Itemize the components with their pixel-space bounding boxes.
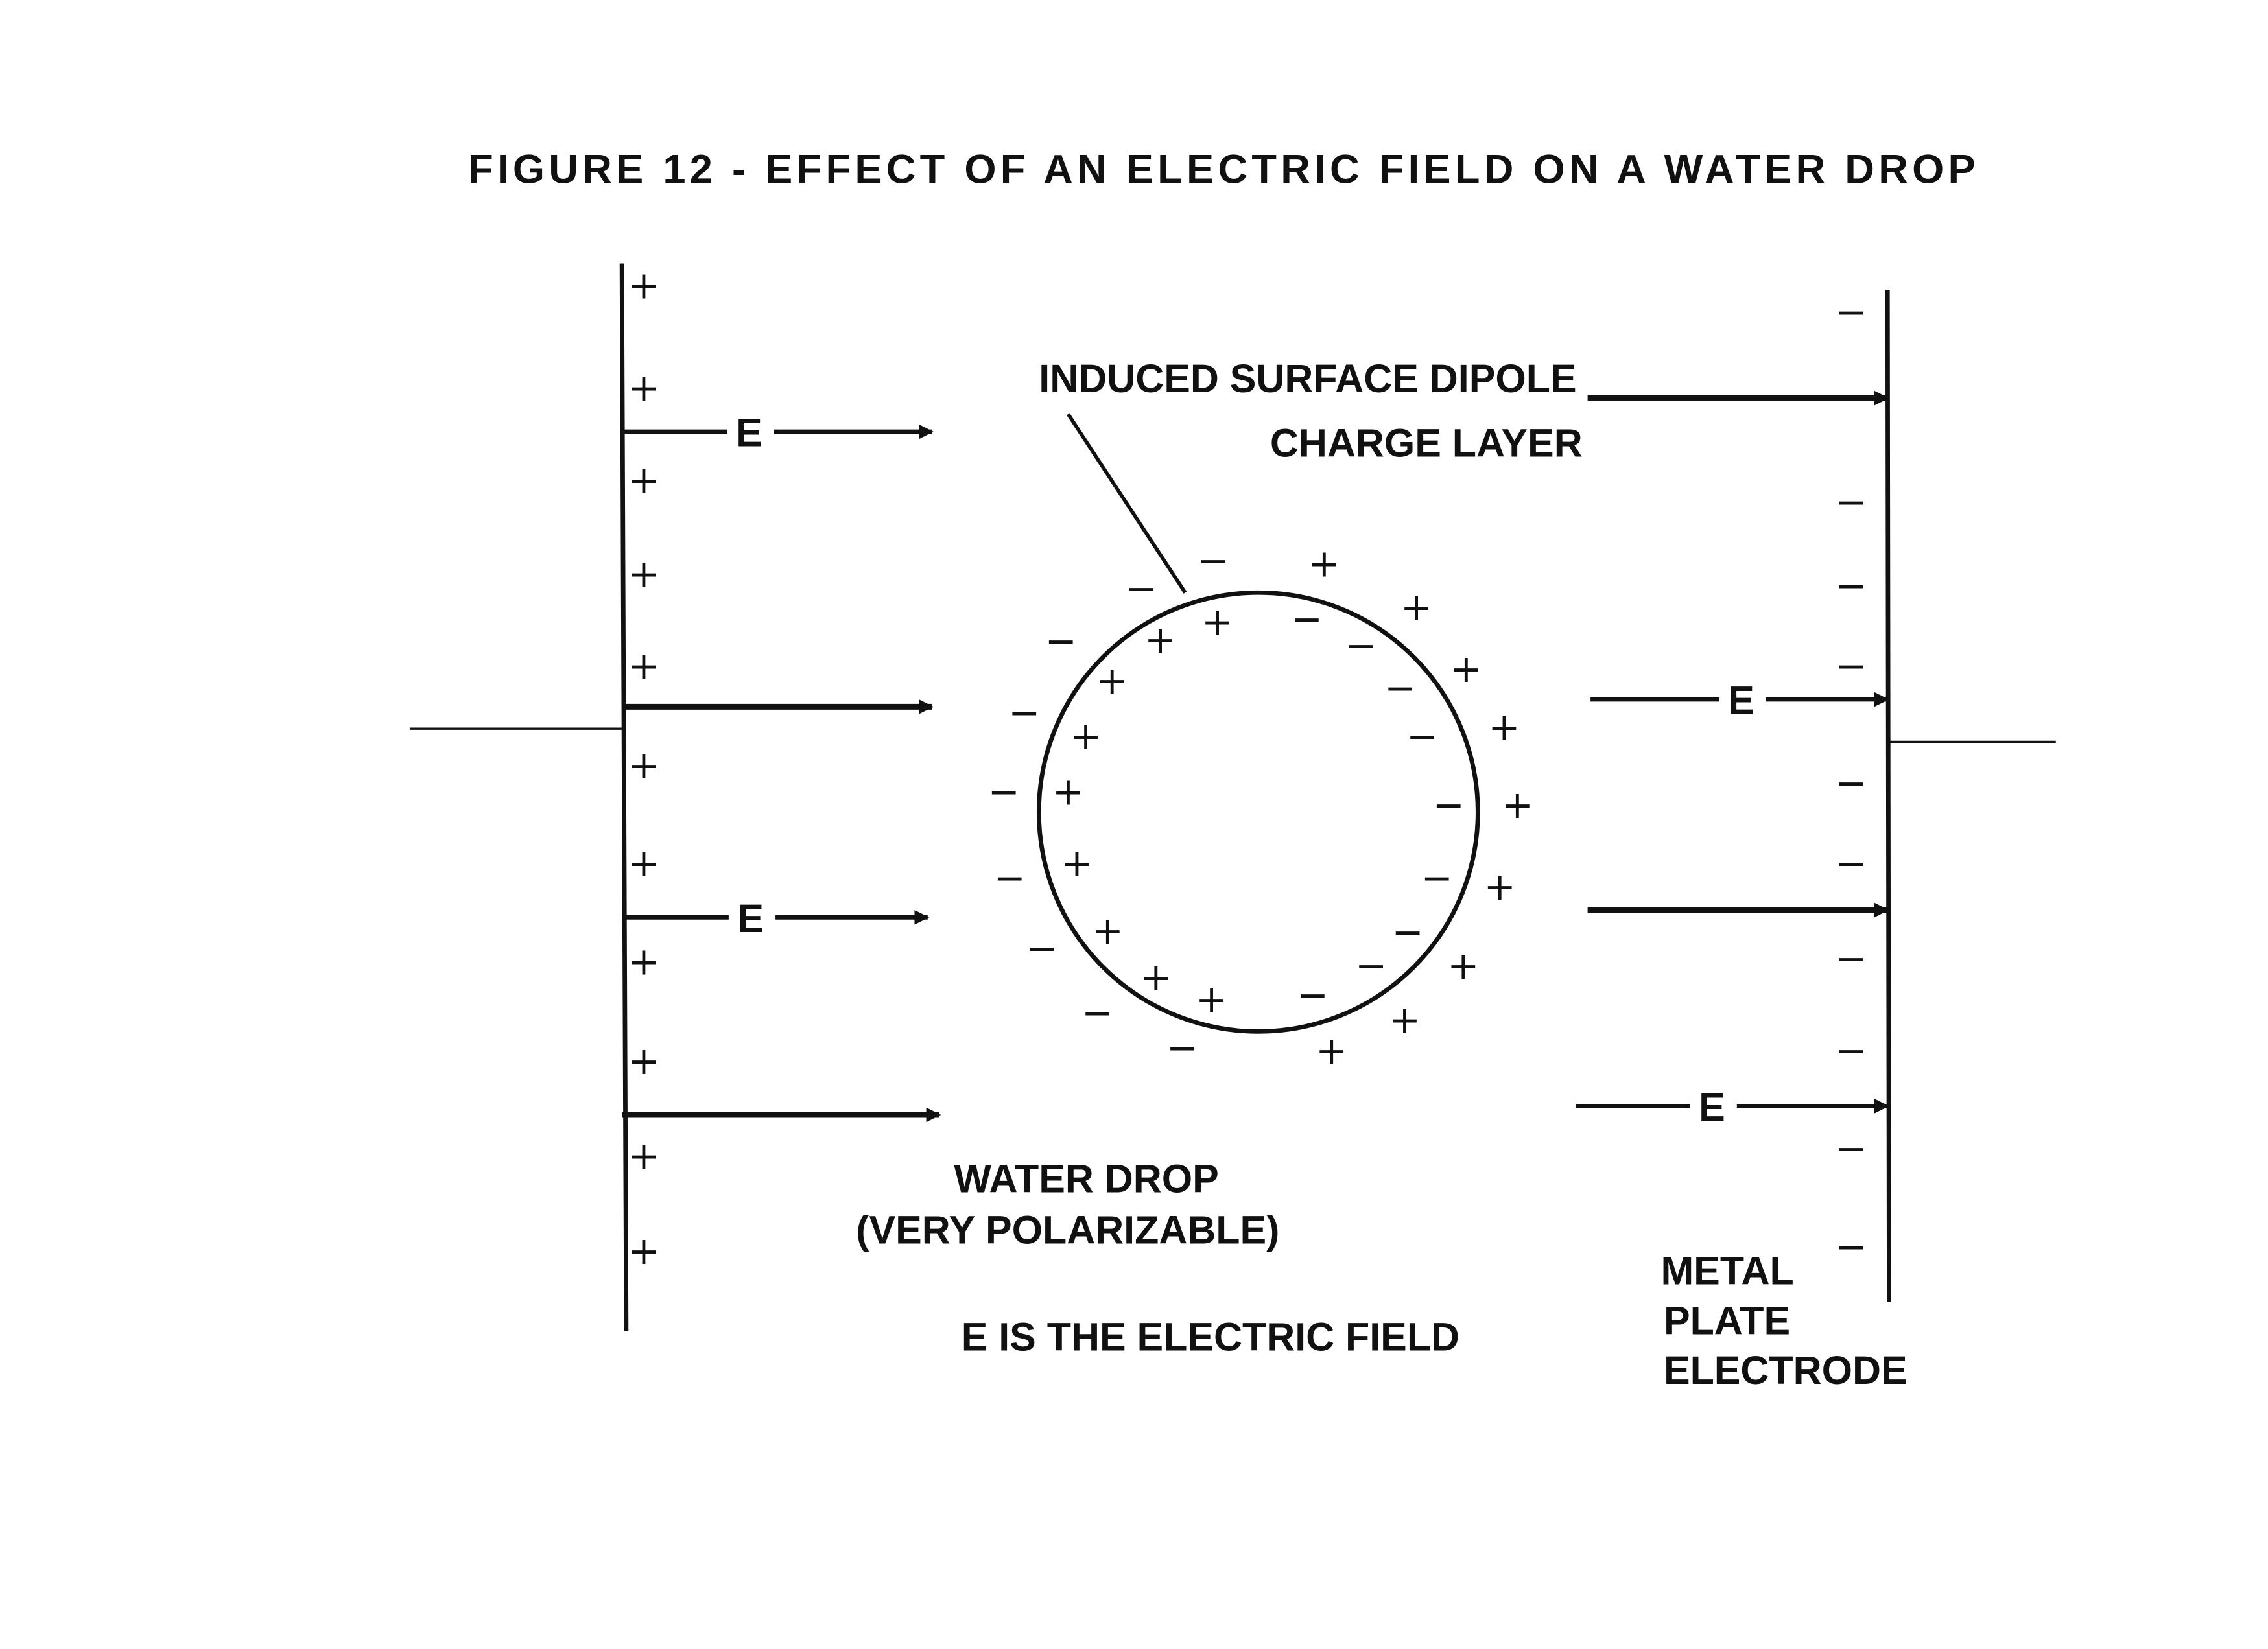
drop-inner-positive-charge: + <box>1052 770 1084 814</box>
drop-outer-positive-charge: + <box>1308 541 1340 585</box>
plate-positive-charge: + <box>628 366 659 410</box>
plate-negative-charge: − <box>1835 563 1867 607</box>
drop-inner-positive-charge: + <box>1061 841 1093 885</box>
plate-negative-charge: − <box>1835 480 1867 524</box>
drop-inner-negative-charge: − <box>1384 666 1416 710</box>
field-arrows: E E E E <box>622 398 1887 1129</box>
drop-outer-negative-charge: − <box>1166 1025 1198 1070</box>
plate-positive-charge: + <box>628 1229 659 1273</box>
drop-outer-positive-charge: + <box>1447 944 1479 988</box>
plate-negative-charge: − <box>1835 1224 1867 1269</box>
dipole-label-line1: INDUCED SURFACE DIPOLE <box>1039 357 1576 401</box>
drop-inner-negative-charge: − <box>1345 624 1376 668</box>
drop-inner-negative-charge: − <box>1291 597 1323 641</box>
plate-positive-charge: + <box>628 939 659 983</box>
drop-outer-negative-charge: − <box>1026 926 1057 970</box>
drop-inner-positive-charge: + <box>1196 977 1227 1022</box>
drop-inner-positive-charge: + <box>1201 600 1233 644</box>
drop-inner-negative-charge: − <box>1297 973 1329 1017</box>
drop-inner-negative-charge: − <box>1355 944 1387 988</box>
field-symbol: E <box>1728 679 1754 723</box>
drop-inner-positive-charge: + <box>1070 714 1102 758</box>
drop-outer-negative-charge: − <box>988 770 1020 814</box>
drop-inner-negative-charge: − <box>1421 856 1453 900</box>
drop-inner-negative-charge: − <box>1391 910 1423 954</box>
electrode-label-line1: METAL <box>1660 1249 1793 1293</box>
drop-inner-positive-charge: + <box>1096 659 1128 703</box>
plate-negative-charge: − <box>1835 290 1867 334</box>
drop-outer-negative-charge: − <box>994 856 1026 900</box>
plate-negative-charge: − <box>1835 644 1867 688</box>
field-symbol: E <box>1699 1085 1725 1129</box>
drop-inner-positive-charge: + <box>1140 955 1172 1000</box>
figure-title: FIGURE 12 - EFFECT OF AN ELECTRIC FIELD … <box>468 146 1975 192</box>
drop-outer-positive-charge: + <box>1502 783 1533 827</box>
plate-negative-charge: − <box>1835 841 1867 885</box>
plate-positive-charge: + <box>628 458 659 502</box>
drop-inner-positive-charge: + <box>1092 909 1124 953</box>
water-drop <box>1036 590 1480 1034</box>
field-symbol: E <box>737 896 764 941</box>
drop-outer-positive-charge: + <box>1316 1029 1347 1073</box>
drop-outer-positive-charge: + <box>1389 998 1421 1042</box>
drop-outer-negative-charge: − <box>1045 619 1077 663</box>
electrode-label-line3: ELECTRODE <box>1664 1348 1908 1392</box>
plate-negative-charge: − <box>1835 937 1867 981</box>
drop-outer-negative-charge: − <box>1126 567 1157 611</box>
leader-line <box>1067 413 1187 594</box>
drop-outer-negative-charge: − <box>1197 539 1229 583</box>
plate-positive-charge: + <box>628 743 659 788</box>
drop-label-line2: (VERY POLARIZABLE) <box>856 1208 1279 1252</box>
plate-positive-charge: + <box>628 1039 659 1083</box>
dipole-label-line2: CHARGE LAYER <box>1270 421 1583 465</box>
plate-positive-charge: + <box>628 841 659 885</box>
plate-positive-charge: + <box>628 1134 659 1178</box>
drop-outer-positive-charge: + <box>1450 647 1482 691</box>
plate-positive-charge: + <box>628 264 659 308</box>
drop-label-line1: WATER DROP <box>954 1157 1218 1201</box>
drop-outer-negative-charge: − <box>1081 990 1113 1035</box>
plate-negative-charge: − <box>1835 1127 1867 1171</box>
charges: +++++++++++−−−−−−−−−−−−−−−−−−−++++++++++… <box>628 264 1867 1273</box>
plate-negative-charge: − <box>1835 1029 1867 1073</box>
field-legend: E IS THE ELECTRIC FIELD <box>962 1315 1459 1359</box>
drop-outer-positive-charge: + <box>1488 705 1520 749</box>
drop-outer-positive-charge: + <box>1484 865 1516 909</box>
drop-inner-negative-charge: − <box>1406 714 1438 758</box>
plate-negative-charge: − <box>1835 761 1867 805</box>
drop-inner-negative-charge: − <box>1433 783 1465 827</box>
plate-positive-charge: + <box>628 552 659 596</box>
positive-plate <box>619 263 629 1331</box>
drop-inner-positive-charge: + <box>1144 618 1176 662</box>
plate-positive-charge: + <box>628 644 659 688</box>
drop-outer-negative-charge: − <box>1008 691 1040 735</box>
drop-outer-positive-charge: + <box>1400 585 1432 629</box>
field-symbol: E <box>736 411 762 455</box>
electrode-label-line2: PLATE <box>1664 1298 1790 1342</box>
negative-plate <box>1885 290 1891 1302</box>
